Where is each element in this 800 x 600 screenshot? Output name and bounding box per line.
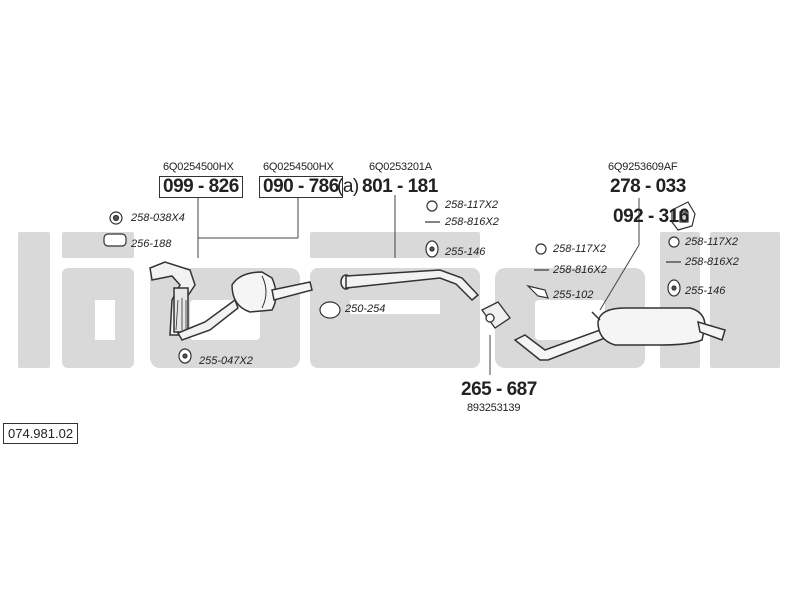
part-number-label: 092 - 316: [613, 206, 689, 227]
middle-clamp: [481, 301, 511, 329]
fitting-label: 258-816X2: [685, 256, 739, 268]
part-oe-label: 6Q0254500HX: [163, 161, 234, 173]
leader-lines: [197, 195, 640, 375]
part-number-label: 099 - 826: [159, 176, 243, 198]
part-oe-label: 6Q0253201A: [369, 161, 432, 173]
fitting-label: 258-816X2: [445, 216, 499, 228]
front-pipe: [149, 261, 239, 341]
diagram-id-label: 074.981.02: [3, 423, 79, 444]
fitting-label: 255-102: [553, 289, 594, 301]
part-oe-label: 6Q0254500HX: [263, 161, 334, 173]
fitting-label: 255-146: [445, 246, 486, 258]
part-number-label: 278 - 033: [610, 176, 686, 197]
part-number-label: 090 - 786: [259, 176, 343, 198]
fitting-label: 258-816X2: [553, 264, 607, 276]
part-number-label: 265 - 687: [461, 379, 537, 400]
part-oe-label: 6Q9253609AF: [608, 161, 678, 173]
intermediate-pipe: [340, 269, 480, 302]
rear-silencer: [513, 307, 726, 361]
catalytic-converter: [231, 271, 313, 313]
fitting-label: 255-146: [685, 285, 726, 297]
part-suffix-label: (a): [337, 176, 359, 197]
fitting-label: 255-047X2: [199, 355, 253, 367]
fitting-label: 258-117X2: [685, 236, 739, 248]
fitting-label: 250-254: [345, 303, 386, 315]
fitting-label: 258-038X4: [131, 212, 185, 224]
part-oe-label: 893253139: [467, 402, 521, 414]
fitting-label: 258-117X2: [553, 243, 607, 255]
fitting-symbols: [103, 200, 696, 364]
brand-watermark: [18, 232, 780, 368]
part-number-label: 801 - 181: [362, 176, 438, 197]
fitting-label: 256-188: [131, 238, 172, 250]
fitting-label: 258-117X2: [445, 199, 499, 211]
